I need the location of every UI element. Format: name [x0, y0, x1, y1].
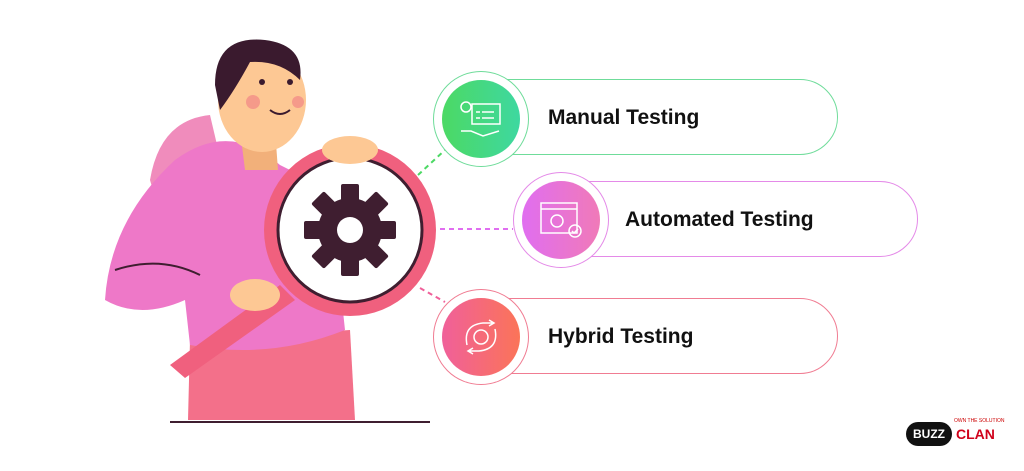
logo-tagline: Own the Solution: [954, 418, 1005, 424]
manual-testing-badge: [433, 71, 529, 167]
automated-testing-badge: [513, 172, 609, 268]
hand-top: [322, 136, 378, 164]
connector-hybrid: [419, 287, 446, 303]
hand-bottom: [230, 279, 280, 311]
manual-testing-label: Manual Testing: [548, 106, 700, 129]
hair: [215, 39, 301, 110]
gear-icon: [284, 164, 416, 296]
hybrid-testing-card: [470, 298, 838, 374]
hybrid-testing-icon: [442, 298, 520, 376]
pants: [188, 330, 355, 420]
buzzclan-logo: BUZZ CLAN Own the Solution: [906, 418, 1018, 465]
connector-manual: [417, 149, 446, 176]
manual-testing-icon: [442, 80, 520, 158]
hybrid-testing-badge: [433, 289, 529, 385]
manual-testing-card: [470, 79, 838, 155]
hybrid-testing-label: Hybrid Testing: [548, 325, 694, 348]
automated-testing-label: Automated Testing: [625, 208, 814, 231]
automated-testing-icon: [522, 181, 600, 259]
logo-brand: BUZZ CLAN: [906, 422, 952, 465]
automated-testing-card: [550, 181, 918, 257]
